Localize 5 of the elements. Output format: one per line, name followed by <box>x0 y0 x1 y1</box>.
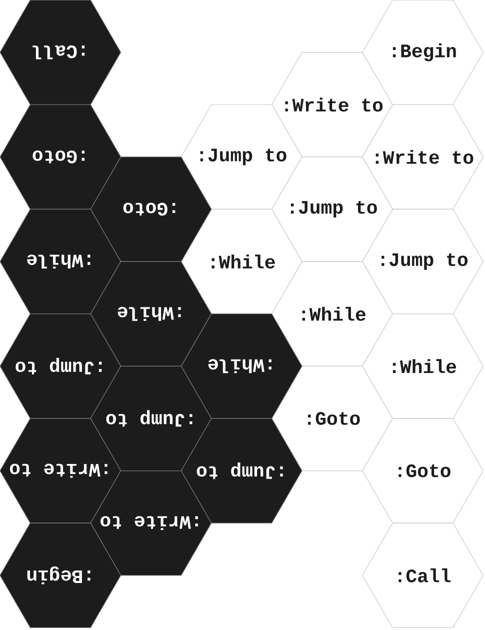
node-label: :Call <box>398 568 451 582</box>
hexagon-tile: :Call <box>0 0 122 105</box>
node-label: :While <box>392 359 456 374</box>
hexagon-tile: :Goto <box>0 104 122 210</box>
node-label: :Goto <box>398 464 450 478</box>
